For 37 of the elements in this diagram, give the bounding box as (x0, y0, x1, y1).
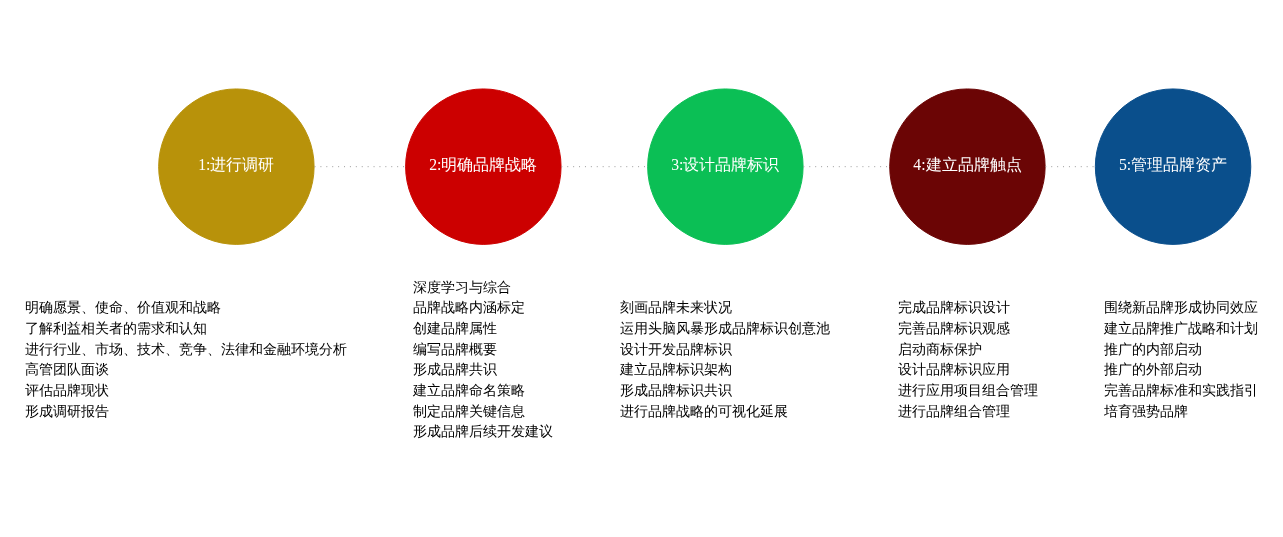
node-label: 进行行业、市场、技术、竞争、法律和金融环境分析 (24, 340, 347, 357)
node-label: 评估品牌现状 (24, 382, 109, 399)
node-label: 创建品牌属性 (413, 320, 498, 337)
node-label: 明确愿景、使命、价值观和战略 (24, 299, 221, 316)
node-label: 形成调研报告 (24, 402, 109, 419)
node-label: 设计开发品牌标识 (620, 340, 733, 357)
node-label: 形成品牌共识 (413, 361, 498, 378)
node-label: 进行品牌组合管理 (897, 402, 1010, 419)
node-label: 完善品牌标准和实践指引 (1104, 382, 1259, 399)
node-label: 推广的内部启动 (1104, 340, 1203, 357)
node-circle: 1:进行调研 (158, 88, 315, 245)
node-label: 刻画品牌未来状况 (620, 299, 733, 316)
node-circle: 3:设计品牌标识 (647, 88, 804, 245)
node-label: 运用头脑风暴形成品牌标识创意池 (620, 320, 831, 337)
node-label: 制定品牌关键信息 (413, 402, 526, 419)
node-label: 形成品牌标识共识 (620, 382, 733, 399)
node-label: 设计品牌标识应用 (897, 361, 1010, 378)
node-label: 建立品牌命名策略 (413, 382, 526, 399)
node-label: 建立品牌推广战略和计划 (1104, 320, 1259, 337)
node-label: 编写品牌概要 (413, 340, 498, 357)
node-label: 品牌战略内涵标定 (413, 299, 526, 316)
node-label: 完成品牌标识设计 (897, 299, 1010, 316)
node-label: 围绕新品牌形成协同效应 (1104, 299, 1259, 316)
node-circle: 2:明确品牌战略 (405, 88, 562, 245)
node-label: 培育强势品牌 (1104, 402, 1189, 419)
node-circle: 4:建立品牌触点 (889, 88, 1046, 245)
node-label: 了解利益相关者的需求和认知 (24, 320, 207, 337)
node-label: 进行应用项目组合管理 (897, 382, 1038, 399)
node-label: 高管团队面谈 (24, 361, 109, 378)
node-label: 建立品牌标识架构 (620, 361, 733, 378)
node-circle: 5:管理品牌资产 (1094, 88, 1252, 245)
node-label: 推广的外部启动 (1104, 361, 1203, 378)
node-label: 完善品牌标识观感 (897, 320, 1010, 337)
node-label: 形成品牌后续开发建议 (413, 423, 554, 440)
node-label: 启动商标保护 (897, 340, 982, 357)
node-label: 进行品牌战略的可视化延展 (620, 402, 789, 419)
node-label: 深度学习与综合 (413, 278, 512, 295)
